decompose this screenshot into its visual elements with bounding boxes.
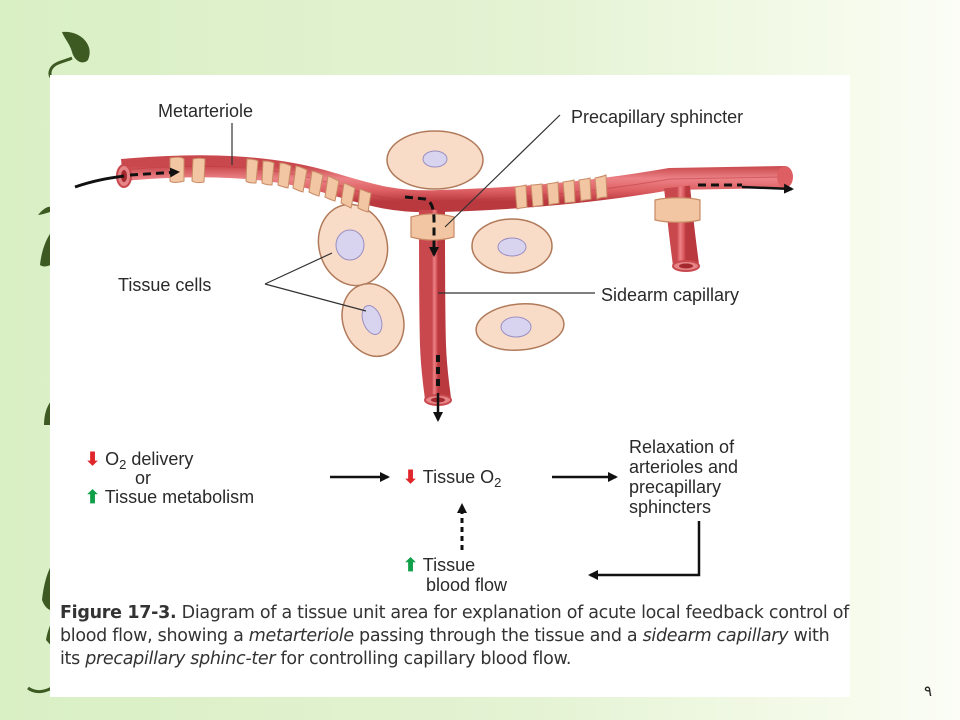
label-tissue-cells: Tissue cells: [118, 275, 212, 295]
tissue-cell: [386, 130, 484, 190]
page-number: ٩: [924, 682, 933, 700]
tissue-cell: [471, 218, 553, 274]
outflow-arrow: [741, 183, 794, 194]
label-metarteriole: Metarteriole: [158, 101, 254, 121]
label-sidearm-capillary: Sidearm capillary: [601, 285, 740, 305]
leaf-icon: [62, 31, 90, 63]
feedback-connector: [588, 521, 701, 580]
leader-line: [444, 114, 561, 228]
feedback-blood-flow: ⬆ Tissue blood flow: [403, 555, 508, 595]
decrease-arrow-icon: ⬇: [85, 449, 101, 469]
leader-line: [264, 252, 333, 285]
cause-o2-delivery: ⬇ O2 delivery: [85, 449, 194, 472]
leader-line: [264, 283, 367, 312]
figure-panel: Metarteriole Precapillary sphincter Tiss…: [50, 75, 850, 697]
figure-label: Figure 17-3.: [60, 603, 177, 623]
tissue-cell: [341, 282, 405, 358]
increase-arrow-icon: ⬆: [85, 487, 101, 507]
center-tissue-o2: ⬇ Tissue O2: [403, 467, 502, 490]
inflow-arrow: [74, 174, 125, 189]
precapillary-sphincter-right: [654, 197, 701, 223]
decrease-arrow-icon: ⬇: [403, 467, 419, 487]
tissue-cell: [317, 203, 389, 287]
flow-arrow-dashed: [129, 167, 180, 178]
smooth-muscle-bands: [169, 156, 608, 213]
figure-caption: Figure 17-3. Diagram of a tissue unit ar…: [60, 603, 849, 669]
flow-arrow-dashed: [404, 195, 439, 257]
tissue-unit-diagram: [74, 114, 794, 580]
increase-arrow-icon: ⬆: [403, 555, 419, 575]
precapillary-sphincter: [410, 213, 455, 241]
cause-tissue-metabolism: ⬆ Tissue metabolism: [85, 487, 255, 507]
label-precapillary-sphincter: Precapillary sphincter: [571, 107, 744, 127]
tissue-cell: [475, 303, 565, 351]
result-relaxation: Relaxation of arterioles and precapillar…: [629, 437, 739, 517]
cause-or: or: [135, 468, 152, 488]
